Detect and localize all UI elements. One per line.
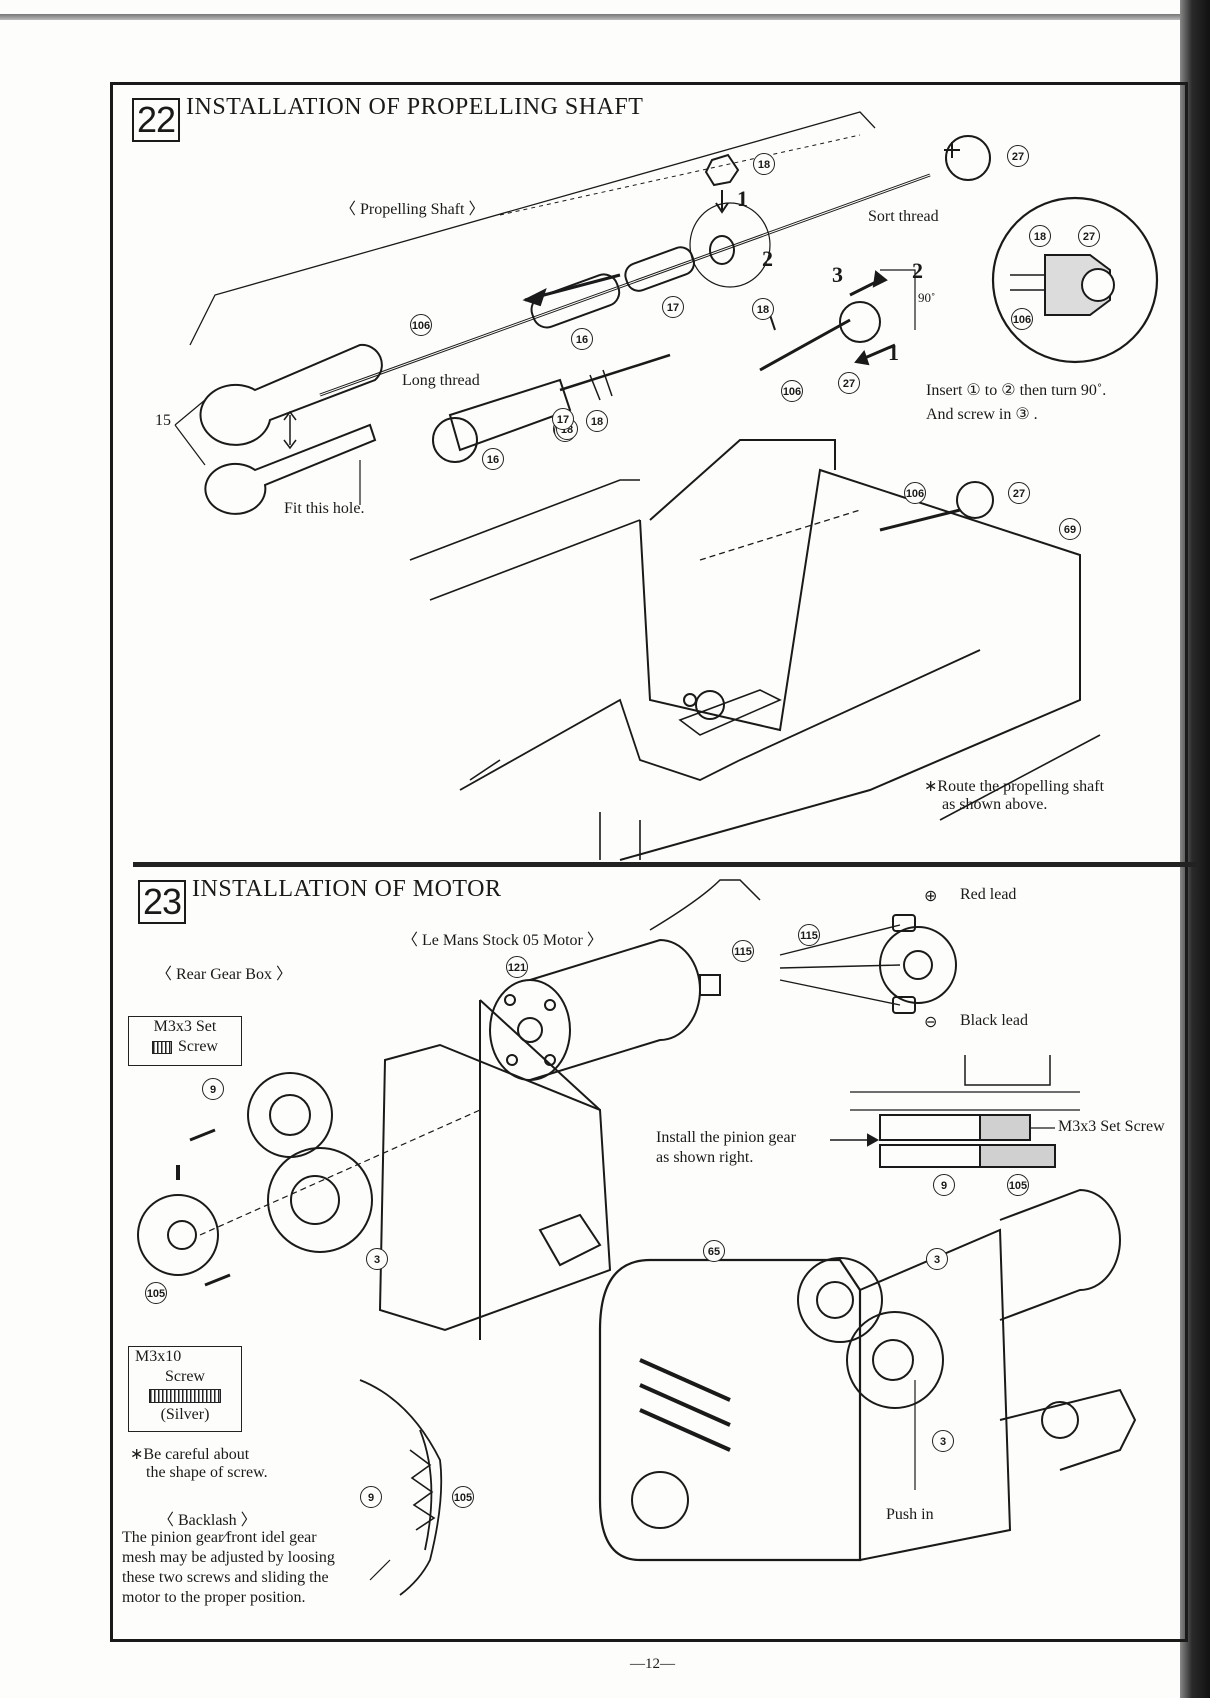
part-17-upper: 17 — [662, 296, 684, 318]
part-106-right: 106 — [781, 380, 803, 402]
step-number-22: 22 — [132, 98, 181, 142]
part-9-gear: 9 — [202, 1078, 224, 1100]
part-115-diagram: 115 — [798, 924, 820, 946]
part-16-lower: 16 — [482, 448, 504, 470]
step-arrow-3: 3 — [832, 262, 843, 287]
label-pinion-install: Install the pinion gear as shown right. — [656, 1128, 796, 1168]
part-106-inset: 106 — [1011, 308, 1033, 330]
part-105-gear: 105 — [145, 1282, 167, 1304]
label-sort-thread: Sort thread — [868, 208, 939, 225]
scan-top-edge — [0, 14, 1180, 20]
part-69: 69 — [1059, 518, 1081, 540]
m3x10-line3: (Silver) — [160, 1406, 210, 1423]
minus-sign: ⊖ — [924, 1014, 938, 1031]
part-18-inset: 18 — [1029, 225, 1051, 247]
backlash-line1: The pinion gear∕front idel gear — [122, 1529, 317, 1546]
step-22-title: INSTALLATION OF PROPELLING SHAFT — [186, 94, 644, 120]
part-3-bottom: 3 — [932, 1430, 954, 1452]
label-long-thread: Long thread — [402, 372, 480, 389]
part-65: 65 — [703, 1240, 725, 1262]
label-insert-line1: Insert ① to ② then turn 90˚. — [926, 382, 1107, 399]
part-27-top: 27 — [1007, 145, 1029, 167]
part-121: 121 — [506, 956, 528, 978]
plus-sign: ⊕ — [924, 888, 938, 905]
part-106-shaft: 106 — [410, 314, 432, 336]
label-backlash-title: 〈 Backlash 〉 — [158, 1512, 257, 1529]
part-16-upper: 16 — [571, 328, 593, 350]
label-motor-name: 〈 Le Mans Stock 05 Motor 〉 — [402, 932, 603, 949]
step-23-title: INSTALLATION OF MOTOR — [192, 876, 502, 902]
part-18-top: 18 — [753, 153, 775, 175]
backlash-paragraph: The pinion gear∕front idel gear mesh may… — [122, 1528, 335, 1608]
machine-screw-icon — [149, 1389, 221, 1403]
page-number: —12— — [630, 1656, 675, 1672]
section-divider — [133, 862, 1199, 867]
label-rear-gear-box: 〈 Rear Gear Box 〉 — [156, 966, 292, 983]
set-screw-icon — [152, 1040, 172, 1054]
m3x3-screw-box: M3x3 Set Screw — [128, 1016, 242, 1066]
part-15: 15 — [155, 412, 171, 429]
m3x10-line1: M3x10 — [135, 1348, 182, 1365]
label-m3x3-set-screw: M3x3 Set Screw — [1058, 1118, 1165, 1135]
label-fit-hole: Fit this hole. — [284, 500, 365, 517]
label-angle: 90˚ — [918, 290, 936, 305]
part-9-backlash: 9 — [360, 1486, 382, 1508]
m3x3-line1: M3x3 Set — [153, 1018, 217, 1035]
m3x10-line2: Screw — [165, 1368, 205, 1385]
label-route-line1: ∗Route the propelling shaft — [924, 778, 1105, 795]
part-18-middle: 18 — [752, 298, 774, 320]
part-17-lower: 17 — [552, 408, 574, 430]
step-arrow-2b: 2 — [912, 258, 923, 283]
part-106-chassis: 106 — [904, 482, 926, 504]
part-9-diagram: 9 — [933, 1174, 955, 1196]
pinion-line1: Install the pinion gear — [656, 1129, 796, 1146]
backlash-line2: mesh may be adjusted by loosing — [122, 1549, 335, 1566]
part-3-top: 3 — [926, 1248, 948, 1270]
m3x3-line2: Screw — [129, 1037, 241, 1057]
label-red-lead: Red lead — [960, 886, 1017, 903]
pinion-line2: as shown right. — [656, 1149, 754, 1166]
step-arrow-1a: 1 — [737, 186, 748, 211]
label-route-line2: as shown above. — [942, 796, 1048, 813]
m3x10-screw-box: M3x10 Screw (Silver) — [128, 1346, 242, 1432]
label-black-lead: Black lead — [960, 1012, 1028, 1029]
label-push-in: Push in — [886, 1506, 934, 1523]
part-115-motor: 115 — [732, 940, 754, 962]
step-number-23: 23 — [138, 880, 187, 924]
part-27-chassis: 27 — [1008, 482, 1030, 504]
backlash-line3: these two screws and sliding the — [122, 1569, 329, 1586]
part-27-inset: 27 — [1078, 225, 1100, 247]
label-propelling-shaft: 〈 Propelling Shaft 〉 — [340, 201, 485, 218]
part-105-diagram: 105 — [1007, 1174, 1029, 1196]
m3x3-line2-text: Screw — [178, 1038, 218, 1055]
label-careful-line1: ∗Be careful about — [130, 1446, 250, 1463]
backlash-line4: motor to the proper position. — [122, 1589, 306, 1606]
step-arrow-2a: 2 — [762, 246, 773, 271]
part-105-backlash: 105 — [452, 1486, 474, 1508]
label-careful-line2: the shape of screw. — [146, 1464, 268, 1481]
part-27-right: 27 — [838, 372, 860, 394]
part-3-left: 3 — [366, 1248, 388, 1270]
step-arrow-1b: 1 — [888, 340, 899, 365]
part-18-mid: 18 — [586, 410, 608, 432]
label-insert-line2: And screw in ③ . — [926, 406, 1038, 423]
